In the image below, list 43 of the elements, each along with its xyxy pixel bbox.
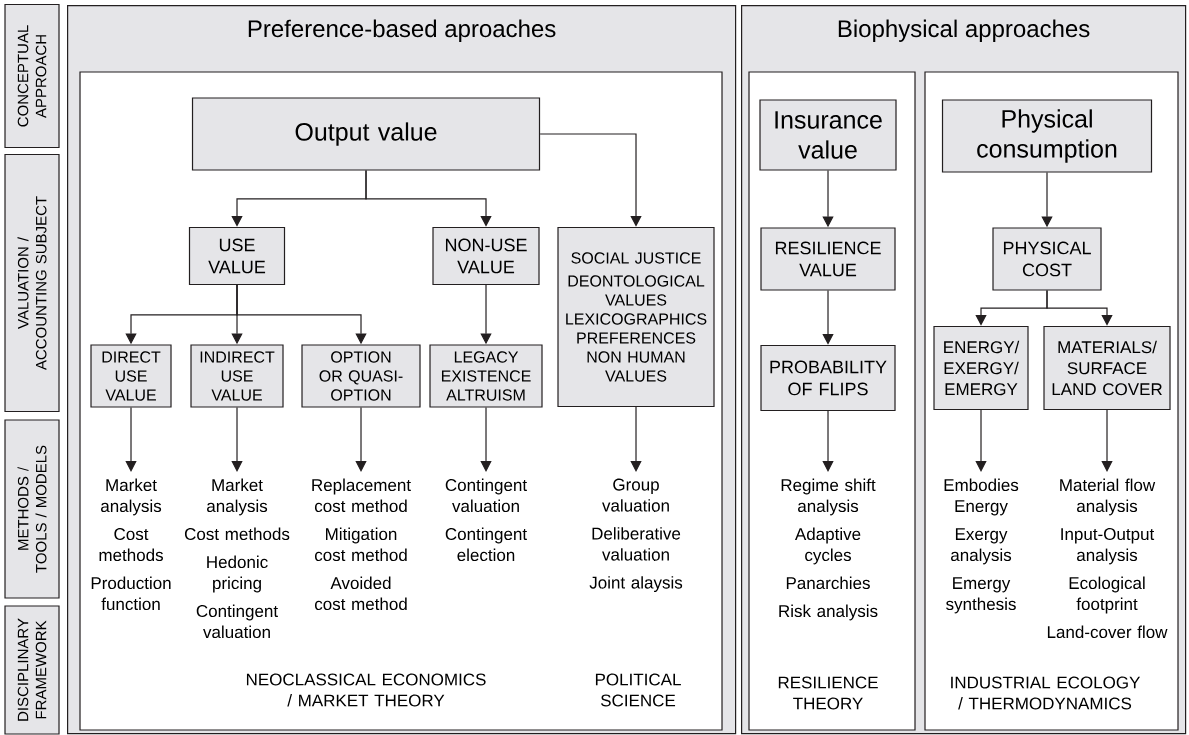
method-list: Regime shift analysis Adaptive cycles Panarchies Risk analysis bbox=[779, 478, 878, 621]
value-box: ENERGY/ EXERGY/ EMERGY bbox=[933, 325, 1029, 411]
arrow bbox=[355, 407, 367, 472]
arrow bbox=[539, 133, 642, 227]
framework-label: INDUSTRIAL ECOLOGY / THERMODYNAMICS bbox=[951, 676, 1141, 710]
value-box: Physical consumption bbox=[941, 99, 1153, 173]
row-header: VALUATION / ACCOUNTING SUBJECT bbox=[4, 153, 60, 413]
arrow bbox=[365, 170, 492, 227]
method-list: Contingent valuation Contingent election bbox=[445, 478, 527, 562]
value-box: Insurance value bbox=[759, 99, 897, 171]
value-box: INDIRECT USE VALUE bbox=[190, 344, 284, 408]
row-header: METHODS / TOOLS / MODELS bbox=[4, 419, 60, 599]
value-box: PHYSICAL COST bbox=[992, 227, 1102, 291]
value-box: RESILIENCE VALUE bbox=[760, 227, 896, 291]
method-list: Embodies Energy Exergy analysis Emergy synthesis bbox=[944, 478, 1019, 614]
method-list: Market analysis Cost methods Hedonic pricing Contingent valuation bbox=[184, 478, 290, 639]
arrow bbox=[975, 409, 987, 472]
arrow bbox=[1101, 409, 1113, 472]
row-header: DISCIPLINARY FRAMEWORK bbox=[4, 605, 60, 735]
method-list: Market analysis Cost methods Production function bbox=[91, 478, 171, 611]
arrow bbox=[630, 406, 642, 472]
method-list: Group valuation Deliberative valuation Joint alaysis bbox=[589, 478, 683, 592]
value-box: MATERIALS/ SURFACE LAND COVER bbox=[1043, 325, 1171, 411]
method-list: Material flow analysis Input-Output analysis Ecological footprint Land-cover flow bbox=[1047, 478, 1168, 639]
value-box: DIRECT USE VALUE bbox=[90, 344, 172, 408]
arrow bbox=[822, 410, 834, 472]
value-box: NON-USE VALUE bbox=[432, 226, 540, 286]
arrow bbox=[822, 290, 834, 345]
arrow bbox=[480, 407, 492, 472]
row-header: CONCEPTUAL APPROACH bbox=[4, 3, 60, 149]
arrow bbox=[231, 407, 243, 472]
method-list: Replacement cost method Mitigation cost method Avoided cost method bbox=[312, 478, 411, 611]
value-box: PROBABILITY OF FLIPS bbox=[760, 344, 896, 412]
framework-label: NEOCLASSICAL ECONOMICS / MARKET THEORY bbox=[246, 673, 486, 707]
value-box: LEGACY EXISTENCE ALTRUISM bbox=[429, 344, 543, 408]
framework-label: POLITICAL SCIENCE bbox=[595, 673, 681, 707]
framework-label: RESILIENCE THEORY bbox=[778, 676, 878, 710]
value-box: SOCIAL JUSTICE DEONTOLOGICAL VALUES LEXICOGRAPHICS PREFERENCES NON HUMAN VALUES bbox=[557, 226, 715, 408]
value-box: OPTION OR QUASI-OPTION bbox=[301, 344, 421, 408]
arrow bbox=[1046, 290, 1113, 326]
value-box: Output value bbox=[191, 97, 541, 171]
value-box: USE VALUE bbox=[188, 226, 286, 286]
arrow bbox=[125, 407, 137, 472]
